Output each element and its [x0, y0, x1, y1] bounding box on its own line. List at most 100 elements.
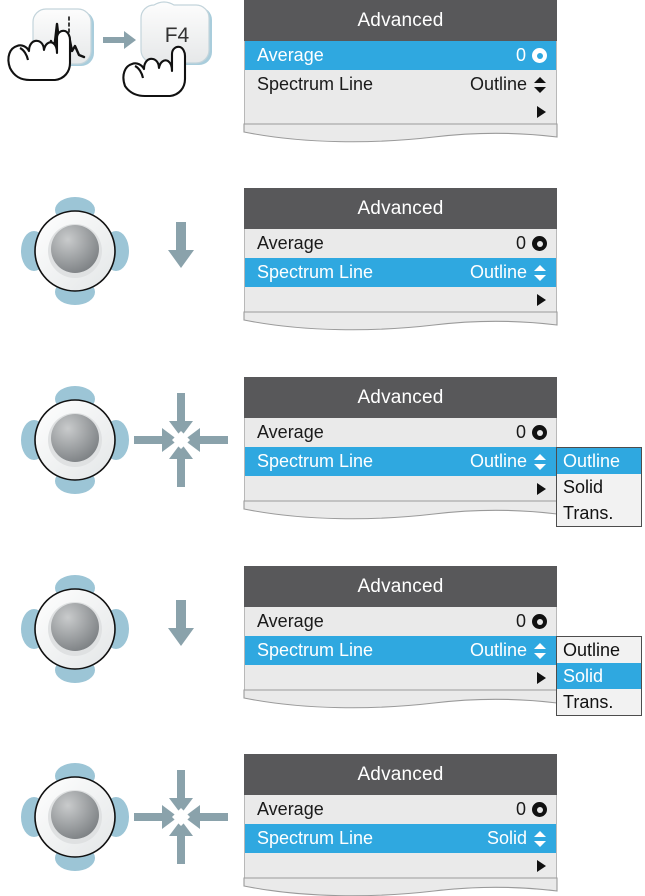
illustration-wheel-down	[0, 566, 240, 706]
torn-edge	[243, 311, 558, 331]
menu-item-average-value: 0	[515, 799, 526, 819]
nav-wheel-icon	[21, 763, 129, 871]
nav-wheel-press-icon	[21, 763, 228, 871]
radio-dot-icon	[532, 48, 547, 63]
menu-item-average-value: 0	[515, 422, 526, 442]
menu-item-spectrum-line[interactable]: Spectrum Line Outline	[245, 70, 556, 99]
torn-edge	[243, 500, 558, 520]
advanced-menu: Advanced Average 0 Spectrum Line Outline	[243, 566, 642, 716]
menu-item-average-value: 0	[515, 233, 526, 253]
advanced-menu: Advanced Average 0 Spectrum Line Outline	[243, 188, 558, 331]
radio-dot-icon	[532, 614, 547, 629]
arrow-right-icon	[103, 31, 136, 49]
menu-title: Advanced	[244, 754, 557, 795]
up-down-arrows-icon	[533, 264, 547, 281]
dropdown-option-solid[interactable]: Solid	[557, 663, 641, 689]
advanced-menu-panel-2: Advanced Average 0 Spectrum Line Outline	[243, 188, 558, 331]
menu-more-row[interactable]	[245, 853, 556, 879]
radio-dot-icon	[532, 802, 547, 817]
nav-wheel-icon	[21, 386, 129, 494]
menu-item-spectrum-line-label: Spectrum Line	[257, 451, 374, 471]
menu-item-spectrum-line-value: Solid	[486, 828, 527, 848]
menu-item-average-label: Average	[257, 422, 324, 442]
spectrum-line-dropdown[interactable]: Outline Solid Trans.	[556, 447, 642, 527]
menu-item-spectrum-line[interactable]: Spectrum Line Outline	[245, 636, 556, 665]
menu-item-average-label: Average	[257, 233, 324, 253]
menu-more-row[interactable]	[245, 665, 556, 691]
caret-right-icon	[537, 672, 546, 684]
spectrum-line-dropdown[interactable]: Outline Solid Trans.	[556, 636, 642, 716]
menu-more-row[interactable]	[245, 476, 556, 502]
up-down-arrows-icon	[533, 453, 547, 470]
advanced-menu-panel-3: Advanced Average 0 Spectrum Line Outline	[243, 377, 642, 527]
torn-edge	[243, 123, 558, 143]
caret-right-icon	[537, 106, 546, 118]
advanced-menu: Advanced Average 0 Spectrum Line Solid	[243, 754, 558, 896]
menu-item-spectrum-line[interactable]: Spectrum Line Solid	[245, 824, 556, 853]
dropdown-option-solid[interactable]: Solid	[563, 477, 604, 497]
dropdown-option-outline[interactable]: Outline	[557, 448, 641, 474]
menu-item-average[interactable]: Average 0	[245, 41, 556, 70]
f4-key-label: F4	[165, 24, 190, 47]
up-down-arrows-icon	[533, 76, 547, 93]
nav-wheel-icon	[21, 575, 129, 683]
menu-body: Average 0 Spectrum Line Outline	[244, 607, 557, 691]
hand-pointer-icon	[122, 45, 187, 98]
menu-body: Average 0 Spectrum Line Solid	[244, 795, 557, 879]
menu-title: Advanced	[244, 188, 557, 229]
menu-item-spectrum-line-label: Spectrum Line	[257, 828, 374, 848]
torn-edge	[243, 877, 558, 896]
press-converge-icon	[134, 393, 228, 487]
caret-right-icon	[537, 483, 546, 495]
menu-item-average[interactable]: Average 0	[245, 229, 556, 258]
up-down-arrows-icon	[533, 830, 547, 847]
menu-more-row[interactable]	[245, 287, 556, 313]
menu-body: Average 0 Spectrum Line Outline	[244, 229, 557, 313]
dropdown-option-trans[interactable]: Trans.	[563, 692, 614, 712]
illustration-wheel-press	[0, 754, 240, 894]
advanced-menu: Advanced Average 0 Spectrum Line Outline	[243, 377, 642, 527]
radio-dot-icon	[532, 236, 547, 251]
menu-item-spectrum-line[interactable]: Spectrum Line Outline	[245, 447, 556, 476]
illustration-wheel-down	[0, 188, 240, 328]
menu-body: Average 0 Spectrum Line Outline	[244, 418, 557, 502]
illustration-wheel-press	[0, 377, 240, 517]
illustration-hand-f4: F4	[0, 0, 240, 140]
menu-item-spectrum-line-value: Outline	[469, 262, 527, 282]
nav-wheel-icon	[21, 197, 129, 305]
menu-item-average[interactable]: Average 0	[245, 418, 556, 447]
menu-title: Advanced	[244, 377, 557, 418]
menu-title: Advanced	[244, 0, 557, 41]
dropdown-option-trans[interactable]: Trans.	[563, 503, 614, 523]
menu-title: Advanced	[244, 566, 557, 607]
menu-item-average-value: 0	[515, 611, 526, 631]
f4-key-icon: F4	[140, 1, 212, 65]
arrow-down-icon	[168, 222, 194, 268]
menu-item-average[interactable]: Average 0	[245, 607, 556, 636]
menu-item-spectrum-line[interactable]: Spectrum Line Outline	[245, 258, 556, 287]
caret-right-icon	[537, 294, 546, 306]
nav-wheel-down-icon	[21, 197, 194, 305]
radio-dot-icon	[532, 425, 547, 440]
advanced-menu: Advanced Average 0 Spectrum Line Outline	[243, 0, 558, 143]
caret-right-icon	[537, 860, 546, 872]
menu-item-spectrum-line-value: Outline	[469, 451, 527, 471]
menu-item-spectrum-line-value: Outline	[469, 74, 527, 94]
menu-item-average-label: Average	[257, 611, 324, 631]
menu-item-average-value: 0	[515, 45, 526, 65]
dropdown-option-outline[interactable]: Outline	[563, 640, 621, 660]
menu-item-spectrum-line-label: Spectrum Line	[257, 74, 374, 94]
menu-item-average[interactable]: Average 0	[245, 795, 556, 824]
hand-press-spectrum-icon: F4	[7, 1, 212, 98]
arrow-down-icon	[168, 600, 194, 646]
menu-item-spectrum-line-label: Spectrum Line	[257, 262, 374, 282]
menu-more-row[interactable]	[245, 99, 556, 125]
menu-item-spectrum-line-value: Outline	[469, 640, 527, 660]
press-converge-icon	[134, 770, 228, 864]
advanced-menu-panel-4: Advanced Average 0 Spectrum Line Outline	[243, 566, 642, 716]
nav-wheel-press-icon	[21, 386, 228, 494]
nav-wheel-down-icon	[21, 575, 194, 683]
torn-edge	[243, 689, 558, 709]
menu-item-spectrum-line-label: Spectrum Line	[257, 640, 374, 660]
menu-item-average-label: Average	[257, 799, 324, 819]
